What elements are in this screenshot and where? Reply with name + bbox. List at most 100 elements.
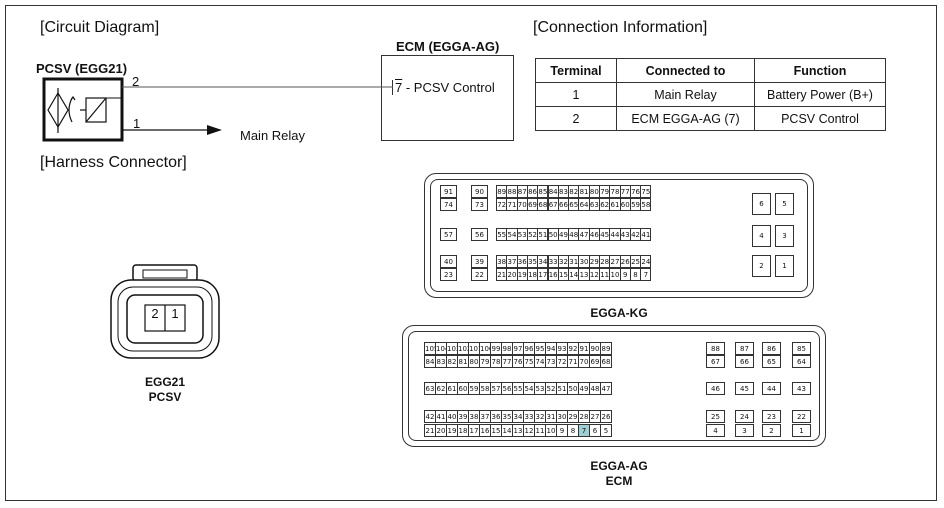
connector-pin: 16 [479,424,491,437]
connector-pin: 23 [440,268,457,281]
ecm-box [381,55,514,141]
table-header: Connected to [616,58,755,83]
connector-pin: 45 [735,382,754,395]
connector-pin: 68 [600,355,612,368]
ecm-pin-number: 7 [392,80,403,95]
pcsv-solenoid-box [42,77,124,142]
connector-pin: 5 [600,424,612,437]
connector-pin: 1 [775,255,794,277]
connector-pin: 67 [706,355,725,368]
connector-pin: 83 [435,355,447,368]
connector-pin: 22 [471,268,488,281]
main-relay-label: Main Relay [240,128,306,143]
connector-pin: 87 [735,342,754,355]
connector-pin: 7 [640,268,652,281]
connector-pin: 5 [775,193,794,215]
connector-pin: 47 [600,382,612,395]
connector-pin: 23 [762,410,781,423]
egg21-label-line2: PCSV [148,390,182,404]
ecm-pin-label: 7 - PCSV Control [392,80,495,95]
table-cell: ECM EGGA-AG (7) [616,106,755,131]
harness-connector-heading: [Harness Connector] [40,154,187,171]
connector-pin: 70 [578,355,590,368]
valve-symbol-icon [47,88,76,133]
connector-pin: 4 [706,424,725,437]
connector-pin: 15 [490,424,502,437]
connector-pin: 22 [792,410,811,423]
table-row: 1 Main Relay Battery Power (B+) [535,82,886,107]
table-cell: 1 [535,82,617,107]
table-cell: Main Relay [616,82,755,107]
ecm-title: ECM (EGGA-AG) [396,39,500,54]
connector-pin: 56 [471,228,488,241]
wire-number-1: 1 [133,116,141,131]
connector-pin: 63 [424,382,436,395]
table-header: Function [754,58,886,83]
connector-pin: 1 [792,424,811,437]
connector-pin: 85 [792,342,811,355]
connector-pin: 66 [735,355,754,368]
egga-ag-label-line2: ECM [605,474,633,488]
table-header-row: Terminal Connected to Function [535,58,886,83]
connector-pin: 90 [471,185,488,198]
connector-pin: 73 [471,198,488,211]
connector-pin: 88 [706,342,725,355]
connector-pin: 74 [440,198,457,211]
egg21-connector [110,264,220,359]
connector-pin: 25 [706,410,725,423]
connector-pin: 44 [762,382,781,395]
connector-pin: 4 [752,225,771,247]
connector-pin: 3 [735,424,754,437]
connector-pin: 61 [446,382,458,395]
egg21-pin: 2 [151,306,159,321]
connector-pin: 21 [424,424,436,437]
arrow-right-icon [207,125,222,135]
connector-pin: 58 [640,198,652,211]
connector-pin: 64 [792,355,811,368]
connector-pin: 2 [762,424,781,437]
connection-table: Terminal Connected to Function 1 Main Re… [535,58,886,131]
connector-pin: 37 [479,410,491,423]
diagram-frame [5,5,937,501]
connector-pin: 75 [640,185,652,198]
connector-pin: 89 [600,342,612,355]
connector-pin: 31 [545,410,557,423]
connector-pin: 24 [640,255,652,268]
solenoid-coil-icon [80,97,107,123]
connector-pin: 57 [440,228,457,241]
connector-pin: 2 [752,255,771,277]
pcsv-component-label: PCSV (EGG21) [36,61,128,76]
connection-information-heading: [Connection Information] [533,19,708,36]
wire-number-2: 2 [132,74,140,89]
connector-pin: 93 [556,342,568,355]
egg21-pin: 1 [171,306,179,321]
connector-pin: 10 [545,424,557,437]
egga-ag-label-line1: EGGA-AG [590,459,648,473]
connector-pin: 6 [752,193,771,215]
connector-pin: 33 [523,410,535,423]
table-cell: 2 [535,106,617,131]
ecm-pin-text: - PCSV Control [402,80,495,95]
connector-pin: 43 [792,382,811,395]
connector-pin: 46 [706,382,725,395]
connector-pin: 65 [762,355,781,368]
connector-pin: 29 [567,410,579,423]
connector-pin: 3 [775,225,794,247]
connector-pin: 26 [600,410,612,423]
circuit-diagram-heading: [Circuit Diagram] [40,19,160,36]
egg21-label-line1: EGG21 [144,375,186,389]
egga-kg-label: EGGA-KG [590,306,648,320]
connector-pin: 41 [640,228,652,241]
table-cell: PCSV Control [754,106,886,131]
connector-pin: 98 [501,342,513,355]
connector-pin: 86 [762,342,781,355]
table-header: Terminal [535,58,617,83]
connector-pin: 6 [589,424,601,437]
table-row: 2 ECM EGGA-AG (7) PCSV Control [535,106,886,131]
connector-pin: 24 [735,410,754,423]
connector-pin: 39 [471,255,488,268]
table-cell: Battery Power (B+) [754,82,886,107]
connector-pin: 42 [424,410,436,423]
connector-pin: 91 [440,185,457,198]
